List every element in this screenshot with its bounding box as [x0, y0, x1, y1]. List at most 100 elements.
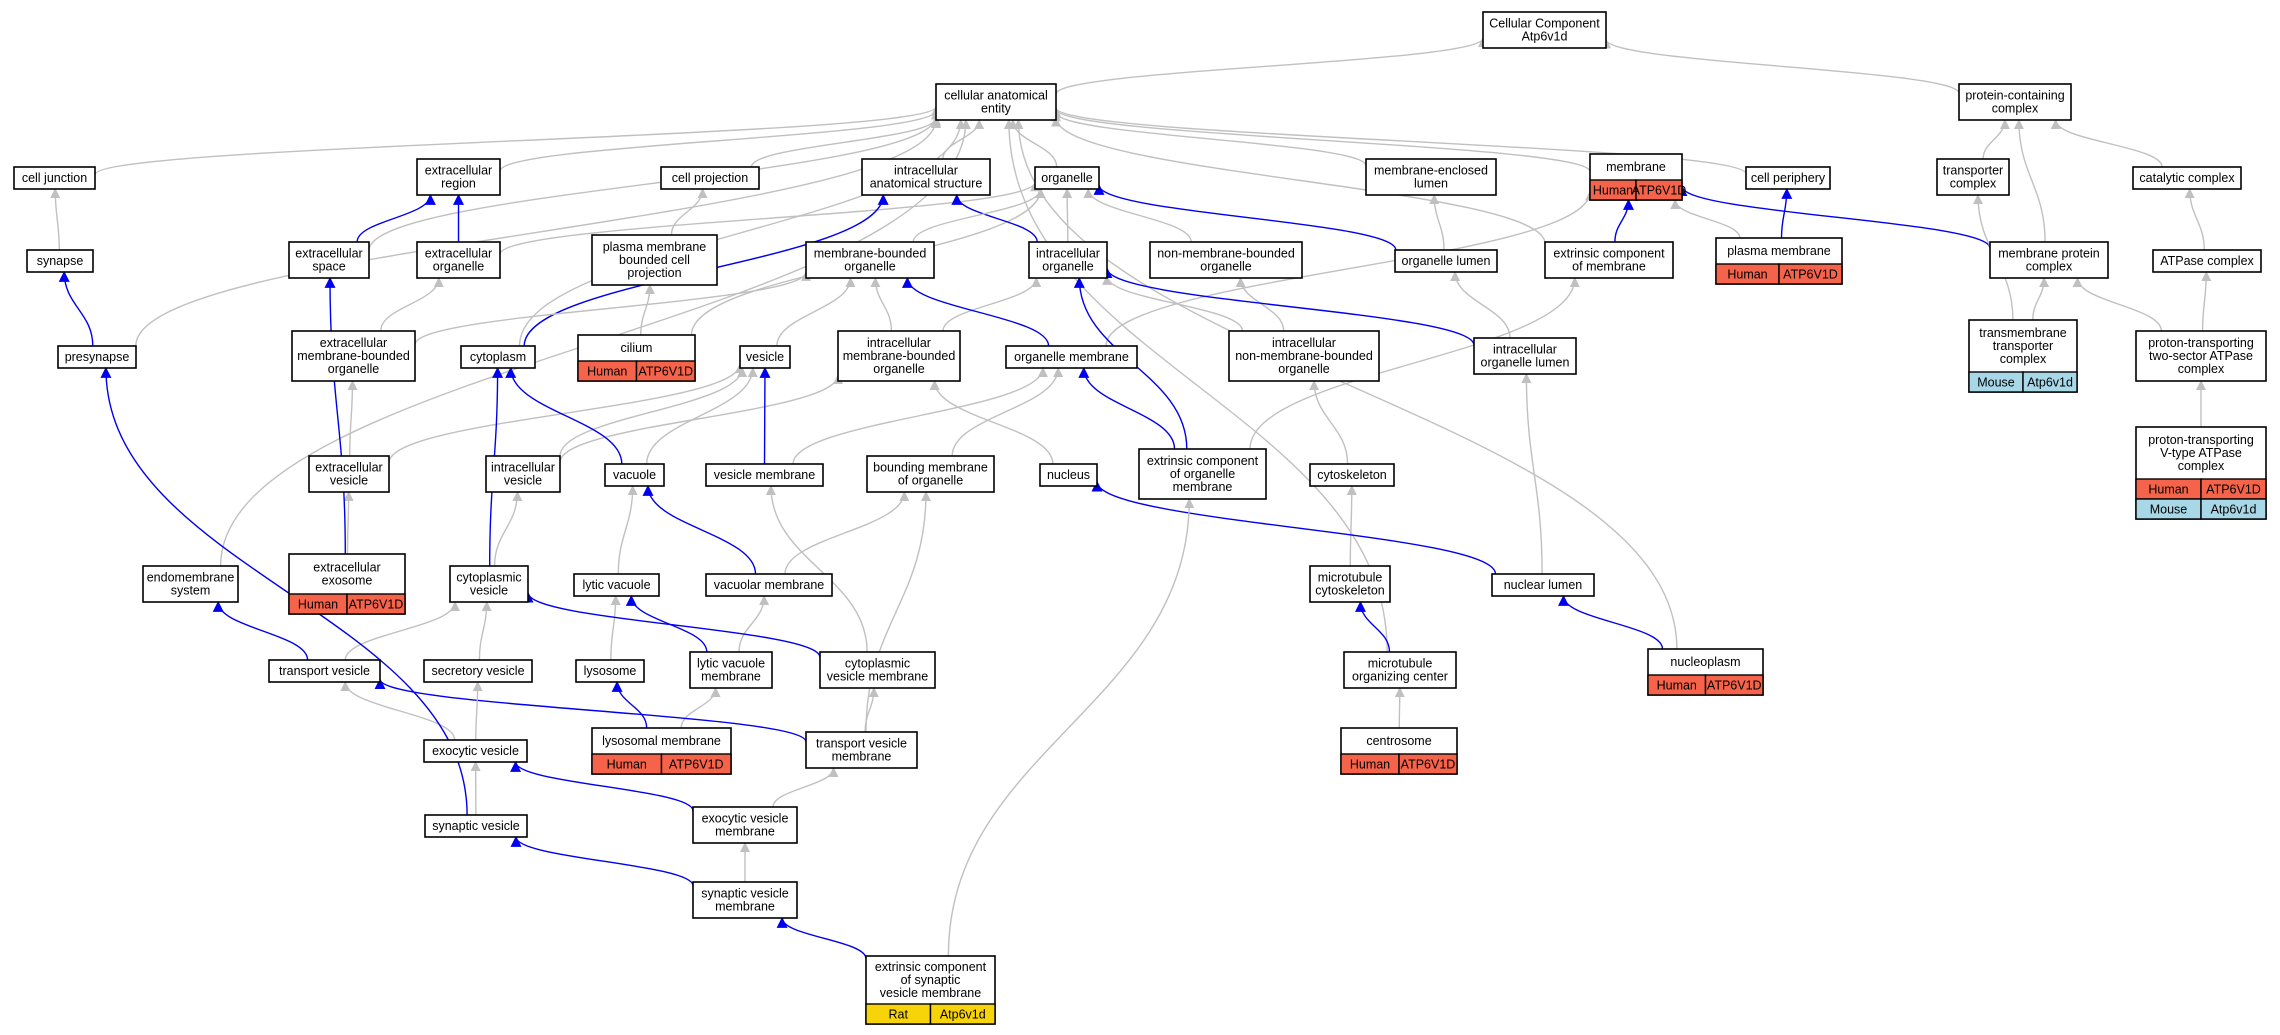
node-box: [2152, 249, 2262, 273]
node-label: protein-containing: [1965, 89, 2064, 103]
edge-om-to-mbo: [901, 276, 1050, 347]
node-label: nucleus: [1047, 468, 1090, 482]
edge-embo-to-mbo: [414, 270, 811, 345]
node-label: centrosome: [1366, 734, 1431, 748]
node-om: organelle membrane: [1005, 345, 1138, 369]
edge-iol-to-io: [1101, 267, 1475, 346]
annotation-gene: ATP6V1D: [669, 758, 724, 772]
node-box: [1544, 241, 1674, 279]
node-label: exocytic vesicle: [432, 744, 519, 758]
edge-cil-to-pmbcp: [640, 284, 655, 336]
node-label: cytoplasm: [470, 350, 526, 364]
node-box: [268, 659, 381, 683]
annotation-gene: Atp6v1d: [2027, 376, 2073, 390]
node-box: [416, 241, 501, 279]
annotation-gene: Atp6v1d: [940, 1008, 986, 1022]
edge-io-to-ias: [951, 193, 1038, 243]
edge-mbo-to-org: [912, 188, 1046, 243]
edge-pm-to-cp: [1780, 187, 1793, 239]
edge-ecom-to-ecm: [1249, 277, 1580, 450]
node-label: membrane: [1606, 160, 1666, 174]
edge-ol-to-org: [1093, 183, 1397, 251]
edge-csk-to-inmbo: [1309, 380, 1349, 465]
node-box: [1309, 463, 1395, 487]
node-box: [460, 345, 536, 369]
edge-pre-to-syn: [58, 270, 94, 347]
edge-atpc-to-cc: [2184, 188, 2205, 251]
node-label: system: [171, 584, 211, 598]
node-box: [2132, 166, 2242, 190]
node-label: V-type ATPase: [2160, 446, 2242, 460]
node-label: cytoskeleton: [1317, 468, 1387, 482]
node-label: synapse: [37, 254, 84, 268]
edge-exo-to-es: [324, 276, 346, 555]
node-label: vesicle membrane: [714, 468, 815, 482]
edge-iv-to-imbo: [559, 374, 843, 463]
node-label: microtubule: [1368, 657, 1433, 671]
node-box: [1343, 651, 1457, 689]
node-label: catalytic complex: [2139, 171, 2235, 185]
node-box: [866, 455, 995, 493]
node-cc: catalytic complex: [2132, 166, 2242, 190]
edge-mtoc-to-mtc: [1355, 600, 1391, 653]
edge-syn-to-cj: [50, 188, 61, 251]
node-nuc: nucleus: [1039, 463, 1098, 487]
node-label: cytoplasmic: [845, 657, 910, 671]
node-label: extracellular: [425, 247, 492, 261]
node-box: [57, 345, 137, 369]
annotation-organism: Human: [607, 758, 647, 772]
node-box: [1138, 448, 1267, 500]
annotation-gene-cell: [1704, 674, 1764, 696]
annotation-gene-cell: [1778, 263, 1843, 285]
annotation-organism: Mouse: [2150, 503, 2188, 517]
node-label: membrane: [832, 750, 892, 764]
node-box: [692, 806, 798, 844]
node-label: of organelle: [1170, 467, 1235, 481]
edge-exo-to-ev: [343, 491, 354, 555]
node-cyto: cytoplasm: [460, 345, 536, 369]
node-nl: nuclear lumen: [1491, 573, 1595, 597]
node-label: complex: [1950, 177, 1997, 191]
node-label: entity: [981, 102, 1012, 116]
node-label: complex: [1992, 102, 2039, 116]
node-label: Atp6v1d: [1522, 30, 1568, 44]
edge-cae-to-root: [1055, 37, 1488, 95]
edge-om-to-mem: [1105, 190, 1595, 347]
edge-vm-to-ves: [759, 366, 771, 465]
node-label: intracellular: [491, 461, 555, 475]
node-box: [1394, 249, 1498, 273]
node-box: [142, 565, 239, 603]
edge-iol-to-ol: [1450, 271, 1511, 339]
node-label: anatomical structure: [870, 177, 983, 191]
node-csk: cytoskeleton: [1309, 463, 1395, 487]
node-label: organelle: [433, 260, 484, 274]
node-label: organelle: [873, 362, 924, 376]
node-label: lysosome: [584, 664, 637, 678]
node-label: lytic vacuole: [582, 578, 650, 592]
annotation-gene-cell: [346, 593, 406, 615]
node-label: complex: [2178, 362, 2225, 376]
annotation-gene: ATP6V1D: [1401, 758, 1456, 772]
node-label: exosome: [322, 574, 373, 588]
node-box: [1365, 158, 1497, 196]
edge-pm-to-mem: [1670, 199, 1741, 239]
node-label: organelle: [1200, 260, 1251, 274]
node-box: [689, 651, 773, 689]
node-label: lytic vacuole: [697, 657, 765, 671]
annotation-gene: ATP6V1D: [1783, 268, 1838, 282]
node-label: complex: [2178, 459, 2225, 473]
node-label: vesicle membrane: [827, 670, 928, 684]
